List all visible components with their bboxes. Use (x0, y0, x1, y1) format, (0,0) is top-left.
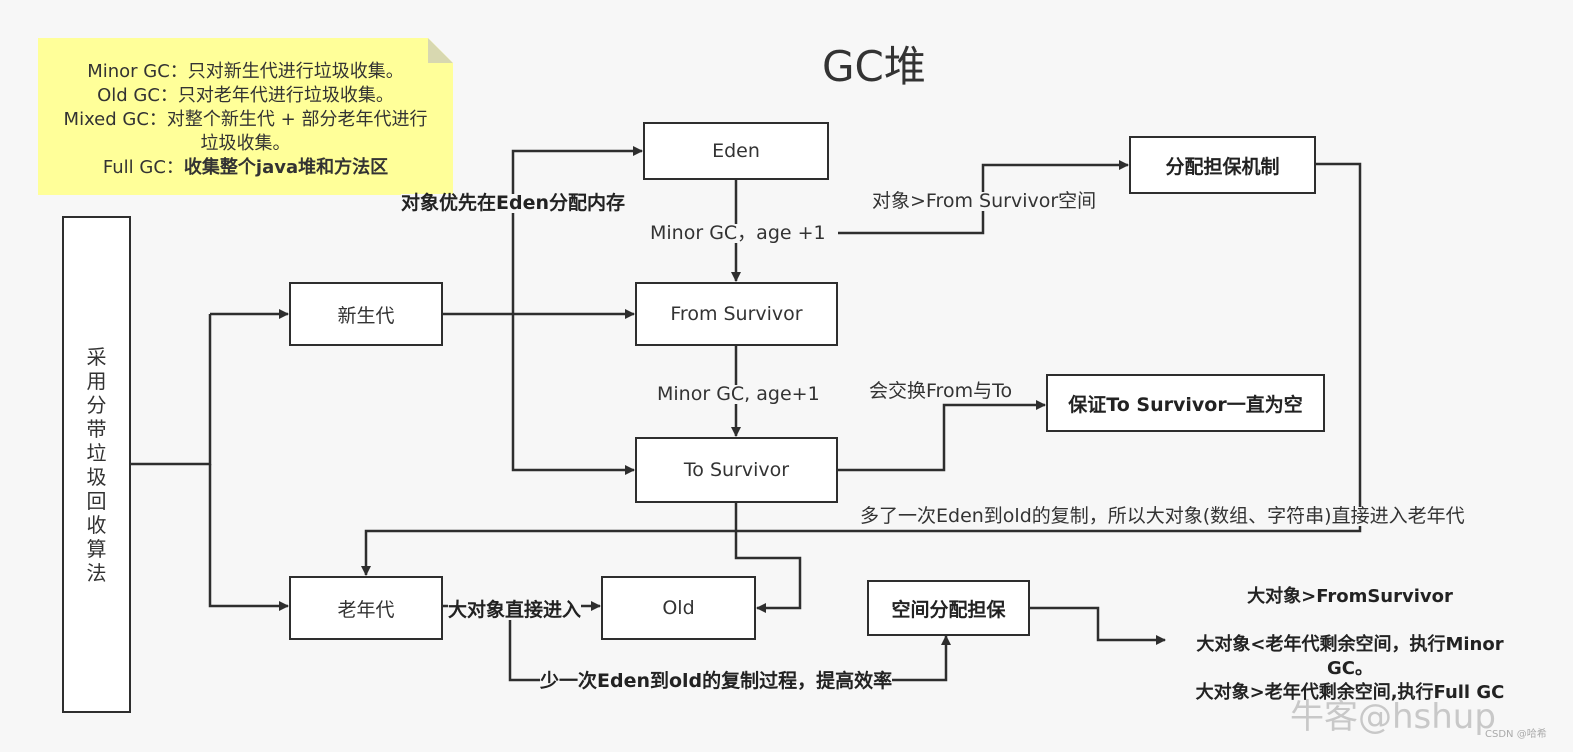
eden-box: Eden (643, 122, 829, 180)
edge-young-to-eden (511, 146, 643, 314)
edge-to-to-old (734, 503, 802, 613)
from-survivor-box: From Survivor (635, 282, 838, 346)
edge-root-to-oldgen (208, 464, 289, 611)
minor-gc-age1-label: Minor GC，age +1 (650, 222, 826, 244)
space-guarantee-rules: 大对象>FromSurvivor 大对象<老年代剩余空间，执行Minor GC。… (1170, 585, 1530, 705)
rule-big-lt-old-line2: GC。 (1327, 658, 1373, 679)
to-survivor-box: To Survivor (635, 437, 838, 503)
edge-young-to-to (511, 314, 635, 475)
edge-spaceguarantee-to-rules (1030, 606, 1166, 645)
note-mixed-gc: Mixed GC：对整个新生代 + 部分老年代进行垃圾收集。 (63, 109, 428, 154)
allocation-guarantee-box: 分配担保机制 (1129, 136, 1316, 194)
swap-from-to-label: 会交换From与To (869, 380, 1013, 402)
watermark: 牛客@hshup (1290, 697, 1496, 737)
space-allocation-guarantee-box: 空间分配担保 (867, 580, 1030, 636)
edge-guarantee-to-oldgen (361, 162, 1362, 576)
old-gen-box: 老年代 (289, 576, 443, 640)
diagram-title: GC堆 (822, 42, 926, 91)
less-copy-label: 少一次Eden到old的复制过程，提高效率 (540, 670, 893, 692)
big-object-direct-label: 大对象直接进入 (448, 599, 582, 621)
note-full-gc-prefix: Full GC： (102, 157, 184, 178)
minor-gc-age2-label: Minor GC, age+1 (657, 383, 820, 405)
generational-gc-label: 采用分带垃圾回收算法 (86, 344, 107, 585)
rule-big-gt-old: 大对象>老年代剩余空间,执行Full GC (1195, 682, 1505, 703)
note-old-gc: Old GC：只对老年代进行垃圾收集。 (97, 85, 394, 106)
rule-big-lt-old-line1: 大对象<老年代剩余空间，执行Minor (1196, 634, 1504, 655)
edge-root-branch (131, 314, 212, 466)
eden-first-label: 对象优先在Eden分配内存 (401, 192, 625, 214)
rule-big-gt-from: 大对象>FromSurvivor (1247, 586, 1453, 607)
keep-to-survivor-empty-box: 保证To Survivor一直为空 (1046, 374, 1325, 432)
rule-spacer (1170, 609, 1530, 633)
gc-types-note: Minor GC：只对新生代进行垃圾收集。 Old GC：只对老年代进行垃圾收集… (38, 38, 453, 195)
generational-gc-box: 采用分带垃圾回收算法 (62, 216, 131, 713)
edge-to-to-keepempty (838, 400, 1046, 472)
note-full-gc-bold: 收集整个java堆和方法区 (183, 157, 389, 178)
young-gen-box: 新生代 (289, 282, 443, 346)
extra-copy-label: 多了一次Eden到old的复制，所以大对象(数组、字符串)直接进入老年代 (860, 505, 1465, 527)
object-gt-from-label: 对象>From Survivor空间 (872, 190, 1097, 212)
watermark-small: CSDN @哈希 (1485, 729, 1547, 740)
old-box: Old (601, 576, 756, 640)
note-full-gc: Full GC：收集整个java堆和方法区 (58, 156, 433, 180)
note-minor-gc: Minor GC：只对新生代进行垃圾收集。 (87, 61, 404, 82)
